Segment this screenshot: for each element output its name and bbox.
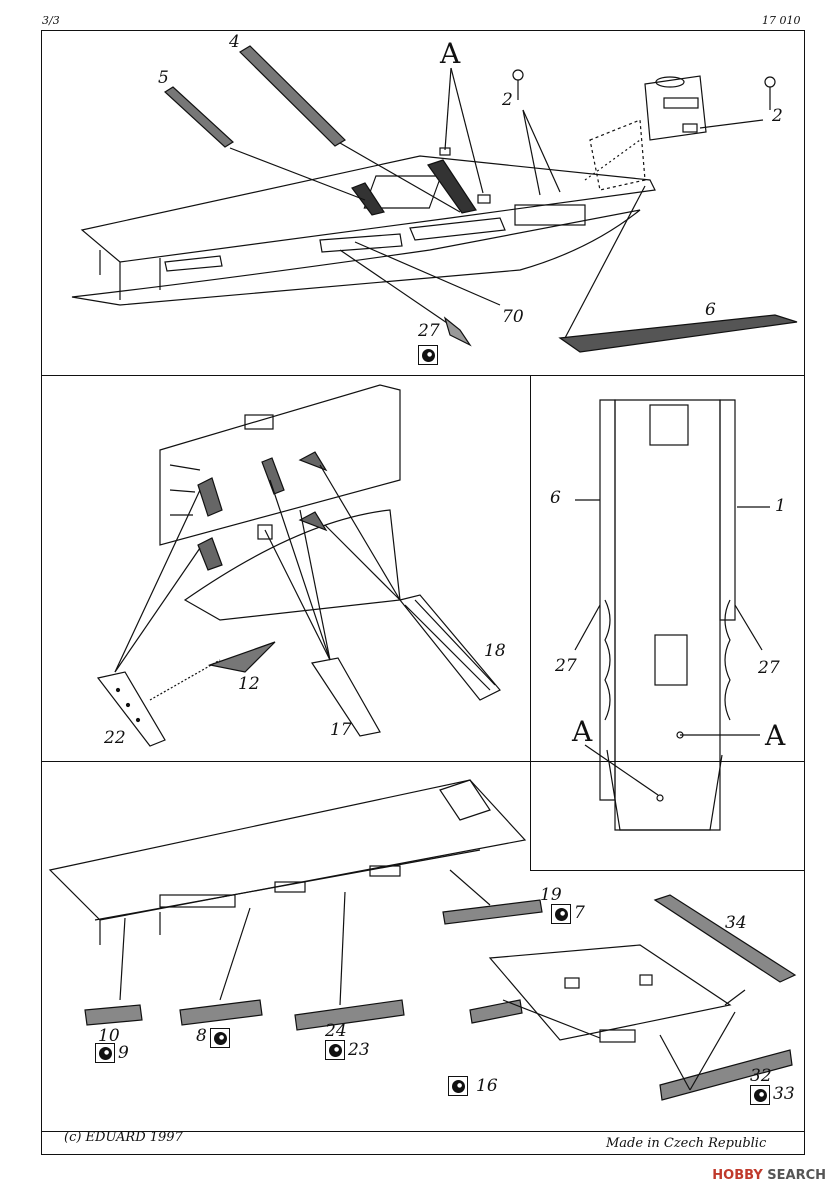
part-label-6-top: 6 — [705, 300, 716, 320]
page-number: 3/3 — [42, 14, 60, 27]
paint-symbol-icon — [325, 1040, 345, 1060]
part-label-16: 16 — [476, 1076, 498, 1096]
paint-symbol-icon — [210, 1028, 230, 1048]
part-label-2-right: 2 — [772, 106, 783, 126]
part-label-18: 18 — [484, 641, 506, 661]
paint-symbol-icon — [95, 1043, 115, 1063]
part-label-27-top: 27 — [418, 321, 440, 341]
part-label-27-right: 27 — [758, 658, 780, 678]
part-label-9: 9 — [118, 1043, 129, 1063]
part-label-12: 12 — [238, 674, 260, 694]
middle-right-drawing — [574, 399, 770, 831]
part-label-10: 10 — [98, 1026, 120, 1046]
watermark: HOBBY SEARCH — [712, 1168, 826, 1183]
paint-symbol-icon — [551, 904, 571, 924]
watermark-brand: HOBBY — [712, 1168, 763, 1183]
part-label-24: 24 — [325, 1021, 347, 1041]
top-deck-drawing — [71, 45, 798, 353]
part-label-27-left: 27 — [555, 656, 577, 676]
part-label-1: 1 — [775, 496, 786, 516]
part-label-5: 5 — [158, 68, 169, 88]
part-label-33: 33 — [773, 1084, 795, 1104]
part-label-22: 22 — [104, 728, 126, 748]
panel-middle-right — [530, 375, 805, 871]
part-label-6-right: 6 — [550, 488, 561, 508]
part-label-8: 8 — [196, 1026, 207, 1046]
point-label-a-top: A — [440, 37, 461, 70]
point-label-a-right: A — [765, 719, 786, 752]
paint-symbol-icon — [448, 1076, 468, 1096]
part-label-17: 17 — [330, 720, 352, 740]
part-label-19: 19 — [540, 885, 562, 905]
bottom-drawing — [48, 779, 797, 1101]
part-label-32: 32 — [750, 1066, 772, 1086]
paint-symbol-icon — [750, 1085, 770, 1105]
watermark-rest: SEARCH — [762, 1168, 826, 1183]
part-label-23: 23 — [348, 1040, 370, 1060]
kit-code: 17 010 — [762, 14, 801, 27]
point-label-a-left: A — [572, 715, 593, 748]
origin-text: Made in Czech Republic — [606, 1136, 767, 1151]
part-label-7: 7 — [574, 903, 585, 923]
copyright-text: (c) EDUARD 1997 — [64, 1130, 183, 1145]
part-label-34: 34 — [725, 913, 747, 933]
panel-bottom — [41, 761, 805, 1132]
part-label-2-left: 2 — [502, 90, 513, 110]
middle-left-drawing — [96, 384, 501, 747]
part-label-70: 70 — [502, 307, 524, 327]
paint-symbol-icon — [418, 345, 438, 365]
part-label-4: 4 — [229, 32, 240, 52]
